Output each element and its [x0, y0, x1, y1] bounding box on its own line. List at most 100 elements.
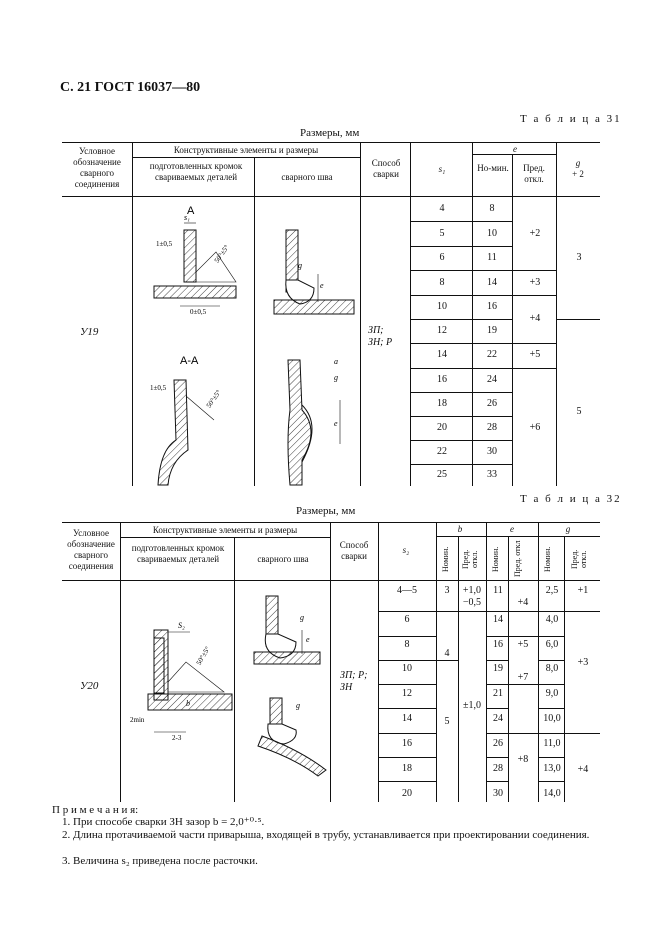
- t32-g-6: 10,0: [543, 713, 561, 724]
- svg-text:50°±5°: 50°±5°: [195, 645, 212, 666]
- svg-text:0±0,5: 0±0,5: [190, 308, 207, 316]
- t32-s-1: 4—5: [397, 585, 417, 596]
- t32-e-7: 26: [493, 738, 503, 749]
- t32-header-e: e: [510, 524, 514, 534]
- t31-header-designation: Условное обозначение сварного соединения: [73, 146, 121, 189]
- t31-s-11: 22: [437, 446, 447, 457]
- t32-g-tol-header: Пред. откл.: [570, 549, 588, 569]
- t32-header-b: b: [457, 524, 463, 534]
- t32-b-tol-header: Пред. откл.: [461, 549, 479, 569]
- note-3: 3. Величина s₂ приведена после расточки.: [62, 855, 258, 867]
- t32-header-prepared: подготовленных кромок свариваемых детале…: [131, 543, 225, 564]
- table31-units: Размеры, мм: [300, 127, 360, 139]
- svg-text:e: e: [306, 635, 310, 644]
- t31-etol-4: +5: [529, 349, 541, 360]
- u19-section-label: А: [187, 205, 195, 217]
- t31-s-9: 18: [437, 398, 447, 409]
- u20-edge-prep-sketch: S₂ 50°±5° b 2min 2-3: [130, 621, 233, 742]
- t32-btol-3: ±1,0: [463, 700, 481, 711]
- svg-text:50°±5°: 50°±5°: [205, 388, 223, 409]
- t31-e-9: 26: [487, 398, 497, 409]
- t31-etol-5: +6: [529, 422, 541, 433]
- svg-text:a: a: [334, 357, 338, 366]
- t32-etol-3: +7: [517, 672, 529, 683]
- t31-etol-1: +2: [529, 228, 541, 239]
- svg-text:b: b: [186, 699, 190, 708]
- t32-s-3: 8: [404, 639, 410, 650]
- t32-e-5: 21: [493, 688, 503, 699]
- t32-g-9: 14,0: [543, 788, 561, 799]
- t32-e-nom-header: Номин.: [491, 546, 500, 572]
- t31-e-2: 10: [487, 228, 497, 239]
- t32-e-tol-header: Пред. откл: [513, 540, 522, 578]
- t31-s-2: 5: [439, 228, 445, 239]
- t31-header-g-tol: + 2: [572, 169, 584, 179]
- notes-title: П р и м е ч а н и я:: [52, 804, 139, 816]
- svg-text:S₂: S₂: [178, 621, 185, 630]
- t32-g-nom-header: Номин.: [543, 546, 552, 572]
- t32-e-9: 30: [493, 788, 503, 799]
- svg-text:s₁: s₁: [184, 213, 190, 222]
- t32-gtol-3: +4: [577, 764, 589, 775]
- table31-name: Т а б л и ц а 31: [520, 113, 622, 125]
- t31-s-8: 16: [437, 374, 447, 385]
- t32-bnom-2: 4: [444, 648, 450, 659]
- table32-name: Т а б л и ц а 32: [520, 493, 622, 505]
- t31-etol-3: +4: [529, 313, 541, 324]
- t31-e-10: 28: [487, 422, 497, 433]
- t31-e-4: 14: [487, 277, 497, 288]
- t31-e-11: 30: [487, 446, 497, 457]
- page-header: С. 21 ГОСТ 16037—80: [60, 80, 201, 95]
- t31-header-g: g: [575, 158, 581, 168]
- t31-e-6: 19: [487, 325, 497, 336]
- t31-header-method: Способ сварки: [371, 158, 401, 179]
- t32-s-9: 20: [402, 788, 412, 799]
- t32-designation: У20: [80, 680, 99, 692]
- t31-header-prepared: подготовленных кромок свариваемых детале…: [149, 161, 243, 182]
- t32-g-3: 6,0: [545, 639, 559, 650]
- t32-e-2: 14: [493, 614, 503, 625]
- t31-designation: У19: [80, 326, 99, 338]
- u19-section2-label: А-А: [180, 355, 199, 367]
- t32-header-weld: сварного шва: [257, 554, 309, 564]
- t32-etol-1: +4: [517, 597, 529, 608]
- t32-etol-4: +8: [517, 754, 529, 765]
- t32-s-6: 14: [402, 713, 412, 724]
- t32-header-structural: Конструктивные элементы и размеры: [152, 525, 298, 535]
- t32-s-8: 18: [402, 763, 412, 774]
- t32-s-5: 12: [402, 688, 412, 699]
- t32-g-4: 8,0: [545, 663, 559, 674]
- t32-b-nom-header: Номин.: [441, 546, 450, 572]
- t32-e-8: 28: [493, 763, 503, 774]
- t32-etol-2: +5: [517, 639, 529, 650]
- t32-btol-2: −0,5: [462, 597, 482, 608]
- svg-text:2min: 2min: [130, 716, 145, 724]
- t31-g-1: 3: [576, 252, 582, 263]
- t31-method: ЗП; ЗН; Р: [368, 325, 393, 348]
- t32-g-7: 11,0: [543, 738, 561, 749]
- t32-s-2: 6: [404, 614, 410, 625]
- t32-gtol-1: +1: [577, 585, 589, 596]
- note-2: 2. Длина протачиваемой части приварыша, …: [62, 829, 590, 841]
- u20-weld-sketch: g e g: [253, 595, 327, 777]
- t32-e-3: 16: [493, 639, 503, 650]
- t32-header-designation: Условное обозначение сварного соединения: [67, 528, 115, 571]
- svg-text:g: g: [296, 701, 300, 710]
- t31-header-s1: s₁: [438, 164, 446, 174]
- t31-header-structural: Конструктивные элементы и размеры: [173, 145, 319, 155]
- t32-g-5: 9,0: [545, 688, 559, 699]
- t32-header-method: Способ сварки: [339, 540, 369, 561]
- svg-text:1±0,5: 1±0,5: [150, 384, 167, 392]
- t31-s-6: 12: [437, 325, 447, 336]
- svg-text:2-3: 2-3: [172, 734, 182, 742]
- t31-s-1: 4: [439, 203, 445, 214]
- t31-header-e: e: [513, 144, 517, 154]
- svg-text:1±0,5: 1±0,5: [156, 240, 173, 248]
- note-1: 1. При способе сварки ЗН зазор b = 2,0⁺⁰…: [62, 816, 265, 828]
- t31-e-5: 16: [487, 301, 497, 312]
- t31-s-12: 25: [437, 469, 447, 480]
- t32-method: ЗП; Р; ЗН: [340, 670, 368, 693]
- svg-text:e: e: [320, 281, 324, 290]
- t32-s-7: 16: [402, 738, 412, 749]
- t32-e-6: 24: [493, 713, 503, 724]
